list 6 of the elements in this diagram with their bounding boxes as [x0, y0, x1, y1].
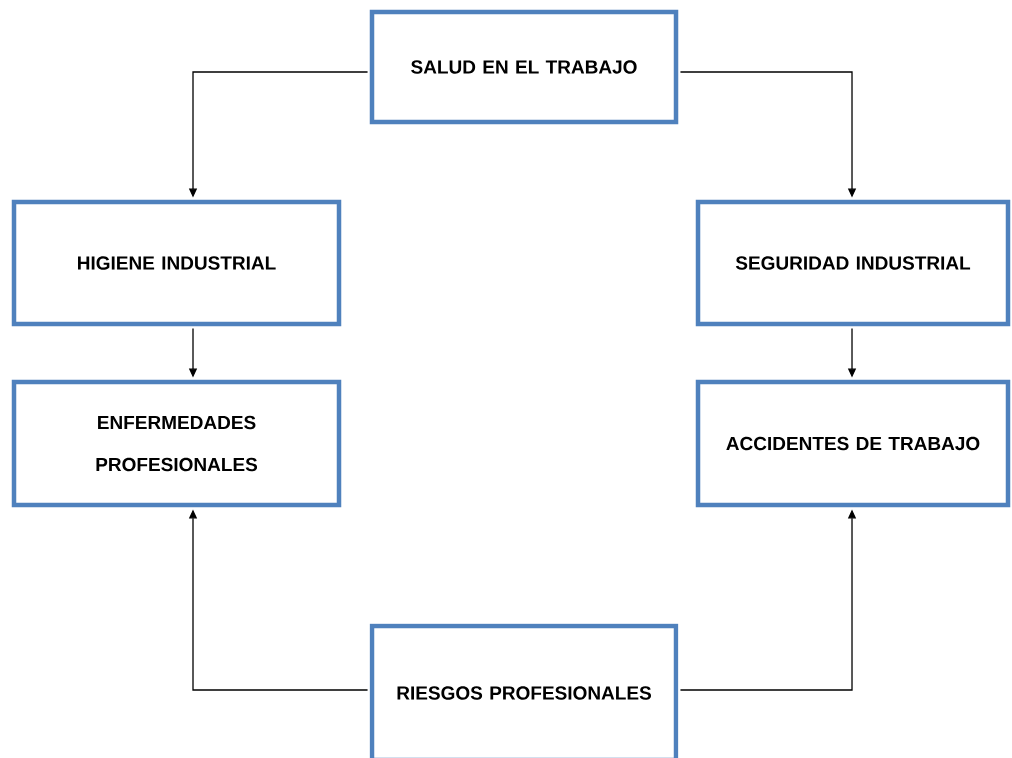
process-box: HIGIENE INDUSTRIAL	[11, 199, 342, 327]
process-box: ACCIDENTES DE TRABAJO	[695, 379, 1011, 508]
process-box: SALUD EN EL TRABAJO	[369, 9, 679, 125]
process-box: RIESGOS PROFESIONALES	[369, 623, 679, 758]
process-box: SEGURIDAD INDUSTRIAL	[695, 199, 1011, 327]
process-box: ENFERMEDADES PROFESIONALES	[11, 379, 342, 508]
